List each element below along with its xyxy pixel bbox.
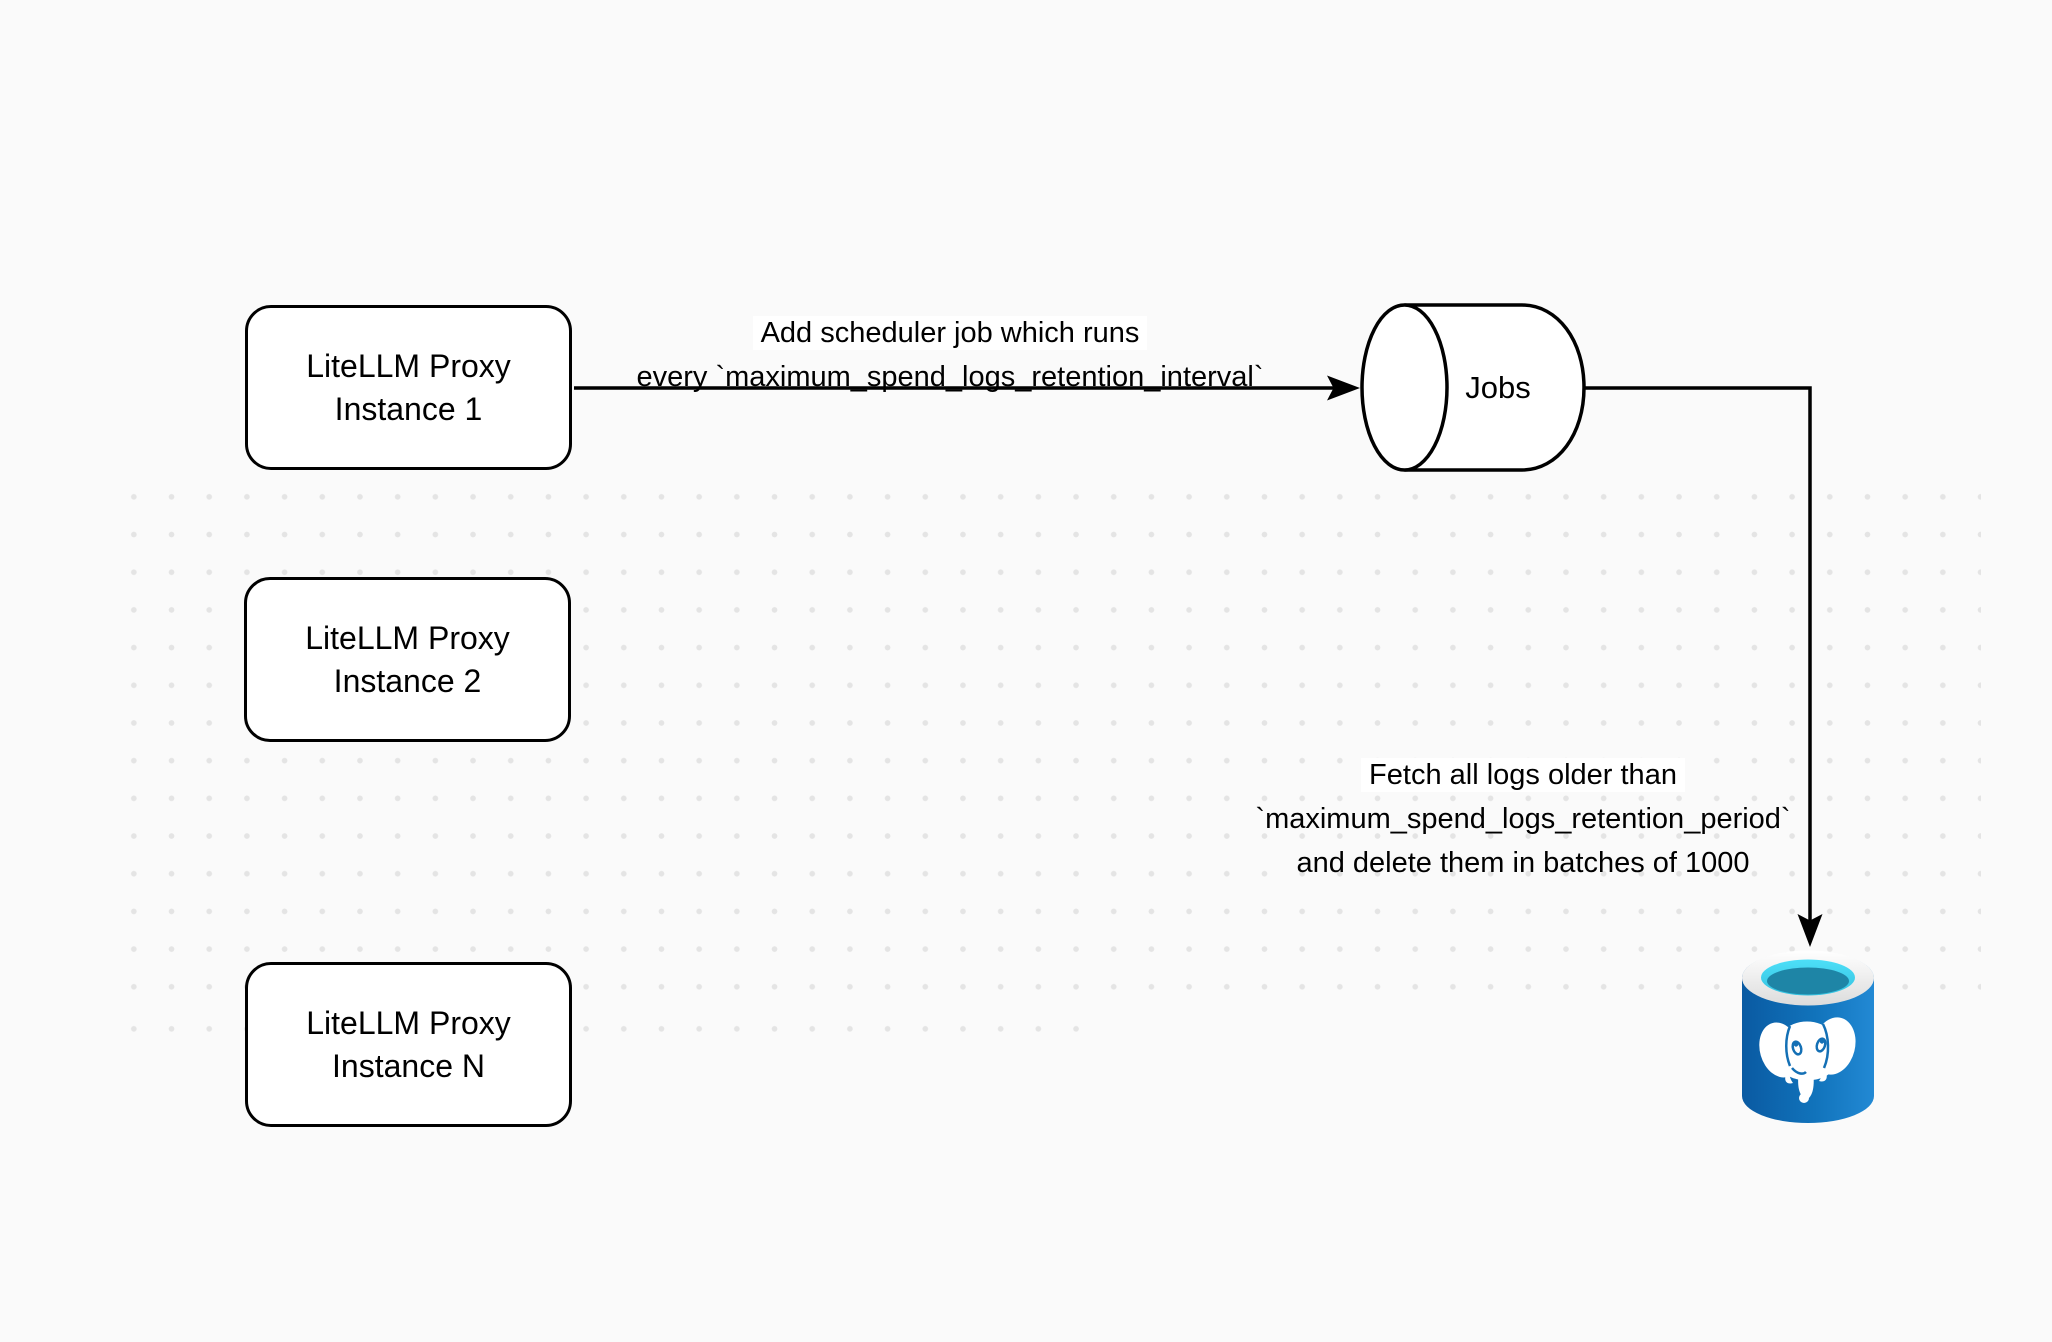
node-label-line1: LiteLLM Proxy bbox=[305, 619, 510, 656]
scheduler-edge-label: Add scheduler job which runs every `maxi… bbox=[550, 311, 1350, 399]
scheduler-edge-label-line1: Add scheduler job which runs bbox=[752, 316, 1148, 350]
postgresql-database-icon bbox=[1742, 950, 1874, 1123]
cleanup-edge-label-line2: `maximum_spend_logs_retention_period` bbox=[1255, 803, 1791, 835]
jobs-node-label: Jobs bbox=[1465, 370, 1531, 405]
cylinder-cap bbox=[1360, 303, 1449, 472]
cleanup-edge-label-line3: and delete them in batches of 1000 bbox=[1296, 847, 1750, 879]
node-label-line1: LiteLLM Proxy bbox=[306, 1004, 511, 1041]
node-litellm-proxy-instance-2: LiteLLM Proxy Instance 2 bbox=[244, 577, 571, 742]
node-label-line1: LiteLLM Proxy bbox=[306, 347, 511, 384]
edge-scheduler-arrow bbox=[574, 375, 1360, 401]
cleanup-edge-label: Fetch all logs older than `maximum_spend… bbox=[1103, 753, 1943, 885]
node-label-line2: Instance 1 bbox=[334, 390, 483, 427]
node-label-line2: Instance 2 bbox=[333, 662, 482, 699]
dot-grid-background bbox=[115, 478, 1981, 1012]
node-jobs-queue bbox=[1360, 303, 1586, 472]
node-litellm-proxy-instance-1: LiteLLM Proxy Instance 1 bbox=[245, 305, 572, 470]
scheduler-edge-label-line2: every `maximum_spend_logs_retention_inte… bbox=[636, 361, 1264, 393]
edge-cleanup-arrow bbox=[1582, 386, 1823, 947]
node-litellm-proxy-instance-n: LiteLLM Proxy Instance N bbox=[245, 962, 572, 1127]
arrowhead-down-icon bbox=[1797, 914, 1823, 947]
arrowhead-right-icon bbox=[1327, 375, 1360, 401]
database-water-deep bbox=[1767, 967, 1849, 995]
node-label-line2: Instance N bbox=[332, 1047, 485, 1084]
cleanup-edge-label-line1: Fetch all logs older than bbox=[1361, 758, 1685, 792]
postgres-elephant-icon bbox=[1759, 1017, 1856, 1103]
